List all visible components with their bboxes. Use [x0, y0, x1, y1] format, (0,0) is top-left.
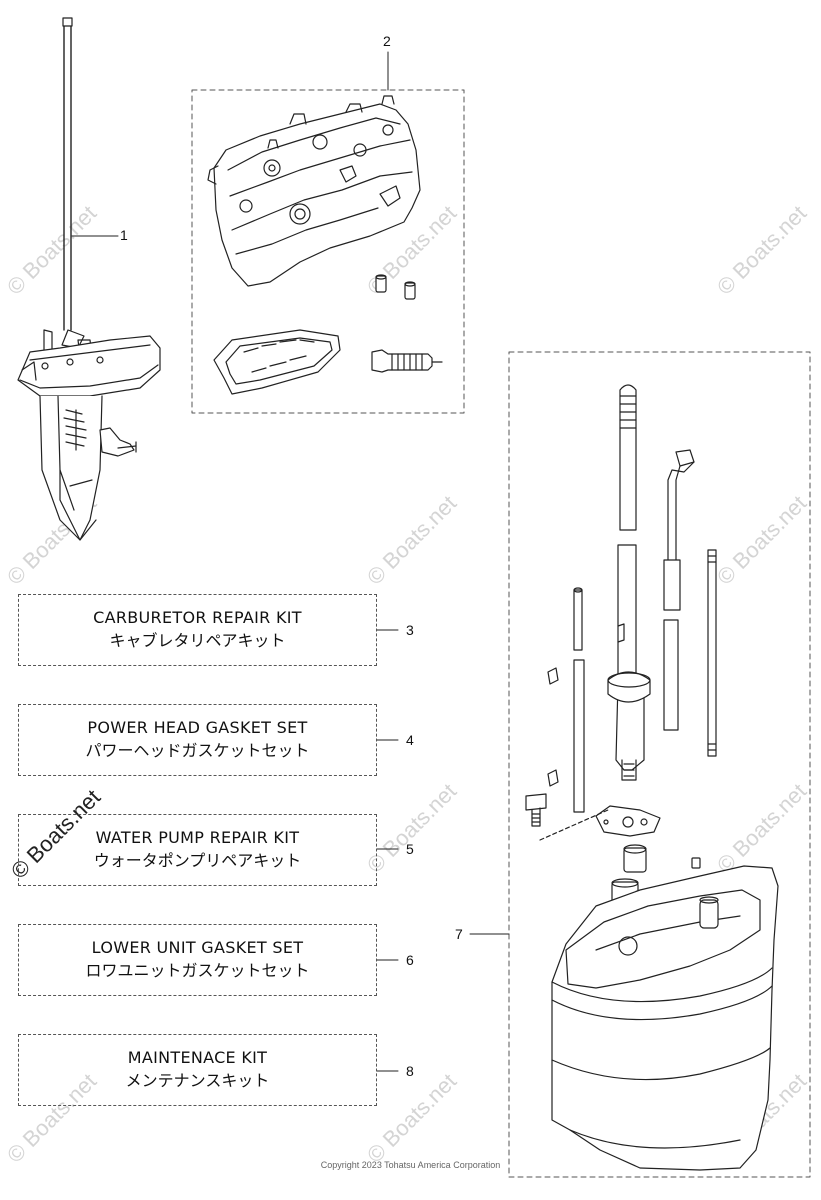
kit-callout-leaders	[376, 629, 399, 1072]
kit-label-ja: メンテナンスキット	[125, 1071, 270, 1090]
part-7-lower-unit-kit	[469, 351, 811, 1178]
kit-box-carburetor: CARBURETOR REPAIR KIT キャブレタリペアキット	[18, 594, 377, 666]
part-2-power-head-kit	[191, 51, 465, 414]
callout-3: 3	[406, 622, 414, 638]
kit-label-en: WATER PUMP REPAIR KIT	[95, 828, 300, 847]
callout-2: 2	[383, 33, 391, 49]
kit-box-maintenance: MAINTENACE KIT メンテナンスキット	[18, 1034, 377, 1106]
kit-label-en: CARBURETOR REPAIR KIT	[93, 608, 302, 627]
kit-box-water-pump: WATER PUMP REPAIR KIT ウォータポンプリペアキット	[18, 814, 377, 886]
kit-label-ja: パワーヘッドガスケットセット	[85, 741, 310, 760]
callout-6: 6	[406, 952, 414, 968]
kit-label-en: LOWER UNIT GASKET SET	[91, 938, 304, 957]
kit-label-ja: ロワユニットガスケットセット	[85, 961, 310, 980]
kit-box-lower-unit-gasket: LOWER UNIT GASKET SET ロワユニットガスケットセット	[18, 924, 377, 996]
callout-7: 7	[455, 926, 463, 942]
kit-label-en: POWER HEAD GASKET SET	[87, 718, 308, 737]
kit-box-power-head-gasket: POWER HEAD GASKET SET パワーヘッドガスケットセット	[18, 704, 377, 776]
copyright-text: Copyright 2023 Tohatsu America Corporati…	[320, 1160, 501, 1170]
callout-5: 5	[406, 841, 414, 857]
kit-label-ja: キャブレタリペアキット	[109, 631, 286, 650]
kit-label-ja: ウォータポンプリペアキット	[93, 851, 302, 870]
callout-1: 1	[120, 227, 128, 243]
callout-4: 4	[406, 732, 414, 748]
kit-label-en: MAINTENACE KIT	[127, 1048, 268, 1067]
callout-8: 8	[406, 1063, 414, 1079]
part-1-drive-assembly	[17, 17, 161, 541]
